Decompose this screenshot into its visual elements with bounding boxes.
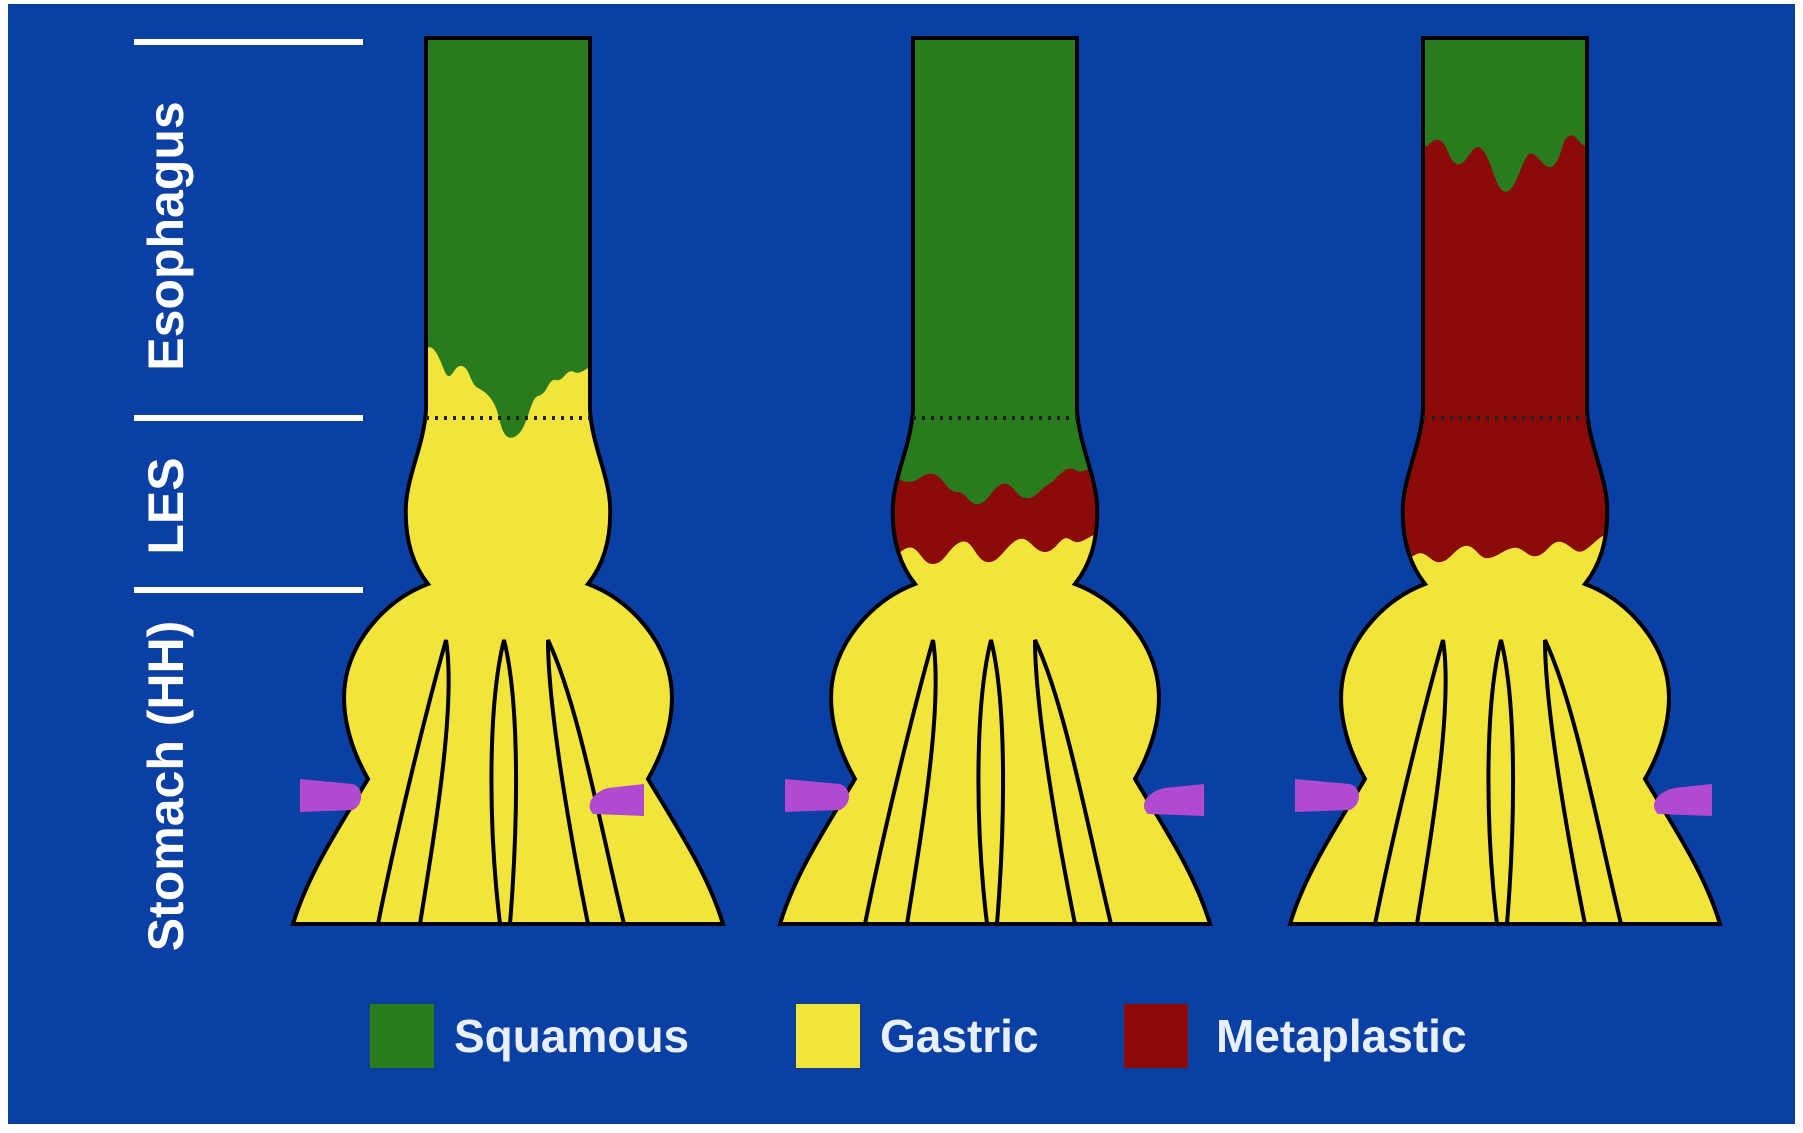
legend-label-squamous: Squamous	[454, 1002, 689, 1070]
esophagus-diagram	[8, 4, 1795, 1124]
legend-swatch-squamous	[368, 1002, 436, 1070]
diaphragm-left-1	[300, 779, 361, 812]
panel-2-les-metaplasia	[695, 4, 1295, 1004]
diaphragm-left-3	[1295, 779, 1359, 812]
region-label-les: LES	[137, 457, 195, 554]
legend-swatch-metaplastic	[1122, 1002, 1190, 1070]
diaphragm-right-3	[1654, 784, 1712, 816]
legend-label-metaplastic: Metaplastic	[1216, 1002, 1467, 1070]
diaphragm-left-2	[785, 779, 849, 812]
region-label-esophagus: Esophagus	[137, 101, 195, 370]
panel-1-normal	[208, 4, 808, 1004]
legend-swatch-gastric	[794, 1002, 862, 1070]
legend-label-gastric: Gastric	[880, 1002, 1039, 1070]
diagram-slide: Esophagus LES Stomach (HH) Squamous Gast…	[8, 4, 1795, 1124]
squamous-epithelium	[885, 34, 1105, 504]
region-label-stomach: Stomach (HH)	[137, 621, 195, 952]
panel-3-extensive-metaplasia	[1205, 4, 1795, 1004]
diaphragm-right-2	[1144, 784, 1204, 816]
